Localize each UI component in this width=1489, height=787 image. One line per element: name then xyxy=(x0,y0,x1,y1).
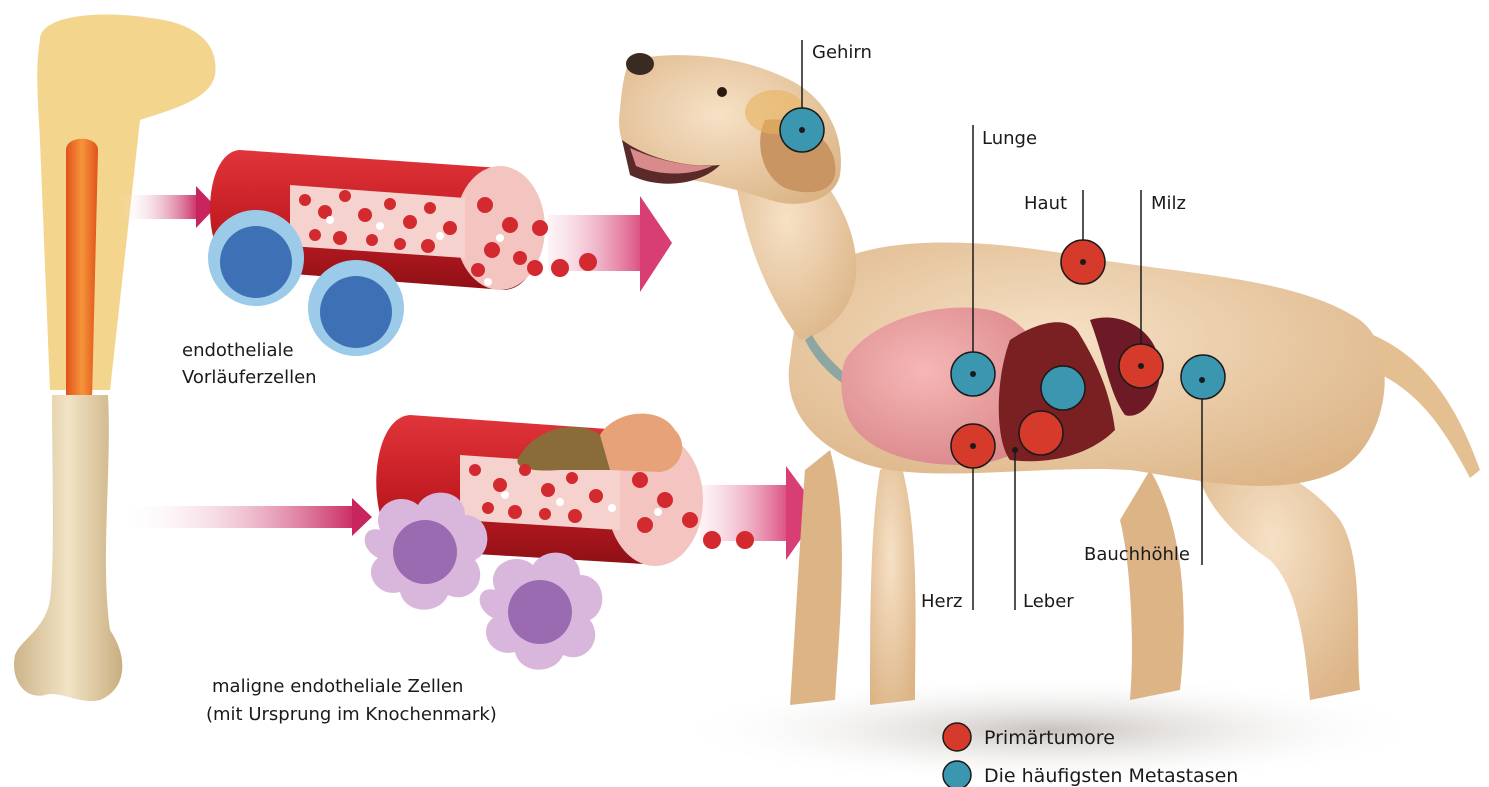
label-herz: Herz xyxy=(921,591,962,612)
label-endothelial-line2: Vorläuferzellen xyxy=(182,367,317,388)
label-haut: Haut xyxy=(1024,193,1067,214)
label-milz: Milz xyxy=(1151,193,1186,214)
legend-metastasis-swatch xyxy=(943,761,971,787)
legend-metastasis-label: Die häufigsten Metastasen xyxy=(984,765,1238,787)
thorax-metastasis-marker xyxy=(1041,366,1085,410)
label-bauchhoehle: Bauchhöhle xyxy=(1084,544,1190,565)
label-leber: Leber xyxy=(1023,591,1074,612)
label-gehirn: Gehirn xyxy=(812,42,872,63)
label-endothelial-line1: endotheliale xyxy=(182,340,294,361)
arrow-vessel-to-dog-top xyxy=(548,196,672,292)
label-malignant-line1: maligne endotheliale Zellen xyxy=(212,676,463,697)
label-lunge: Lunge xyxy=(982,128,1037,149)
leber-primary-marker xyxy=(1019,411,1063,455)
legend-primary-label: Primärtumore xyxy=(984,727,1115,749)
bauchhoehle-metastasis-marker xyxy=(1181,355,1225,399)
arrow-bone-to-vessel-top xyxy=(120,186,216,228)
legend-primary-swatch xyxy=(943,723,971,751)
label-malignant-line2: (mit Ursprung im Knochenmark) xyxy=(206,704,497,725)
arrow-bone-to-vessel-bottom xyxy=(118,498,372,536)
